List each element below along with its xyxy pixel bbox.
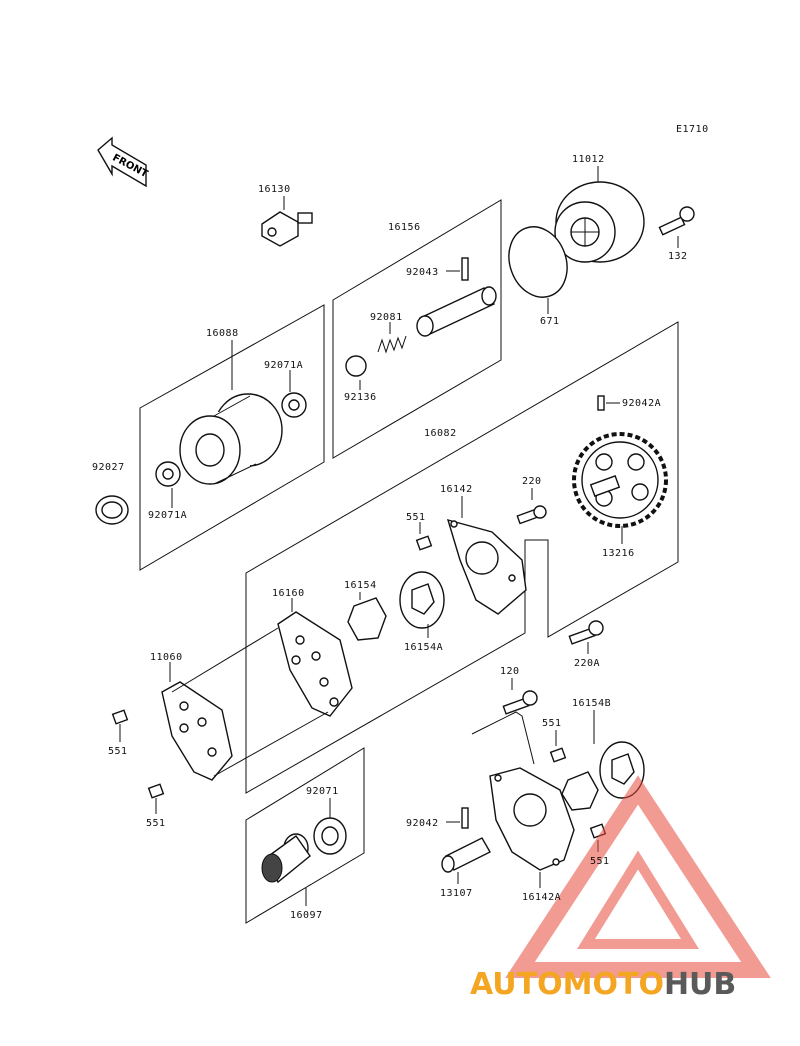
- part-551-dowel-a: [415, 535, 433, 551]
- label-132: 132: [668, 251, 688, 262]
- part-92042a-pin: [597, 395, 605, 411]
- part-13216-gear: [572, 432, 668, 528]
- label-671: 671: [540, 316, 560, 327]
- label-92027: 92027: [92, 462, 125, 473]
- label-16097: 16097: [290, 910, 323, 921]
- label-16142: 16142: [440, 484, 473, 495]
- label-11012: 11012: [572, 154, 605, 165]
- label-16082: 16082: [424, 428, 457, 439]
- label-92071a-top: 92071A: [264, 360, 303, 371]
- part-16154b-outer-rotor: [599, 741, 645, 799]
- part-220-bolt: [516, 505, 547, 525]
- part-16142a-pump-body: [489, 767, 575, 871]
- group-box-16082: [245, 321, 679, 794]
- part-92042-pin: [461, 807, 469, 829]
- part-16154a-outer-rotor: [399, 571, 445, 629]
- label-92042a: 92042A: [622, 398, 661, 409]
- group-box-16156: [332, 199, 502, 459]
- part-120-bolt: [502, 690, 538, 715]
- part-16160-plate: [277, 611, 353, 717]
- automotohub-logo: [505, 775, 771, 978]
- label-551-a: 551: [406, 512, 426, 523]
- part-551-dowel-c: [147, 783, 165, 799]
- label-16154b: 16154B: [572, 698, 611, 709]
- part-11060-gasket: [161, 681, 233, 781]
- label-16154: 16154: [344, 580, 377, 591]
- part-16130-fitting: [261, 211, 313, 247]
- part-92081-spring: [377, 335, 407, 354]
- part-16088-oil-filter: [179, 393, 283, 485]
- label-551-b: 551: [108, 746, 128, 757]
- label-16142a: 16142A: [522, 892, 561, 903]
- label-120: 120: [500, 666, 520, 677]
- label-16088: 16088: [206, 328, 239, 339]
- part-92043-pin: [461, 257, 469, 281]
- label-551-e: 551: [590, 856, 610, 867]
- label-16160: 16160: [272, 588, 305, 599]
- watermark-text: AUTOMOTOHUB: [470, 967, 736, 1002]
- part-16097-strainer: [261, 833, 311, 884]
- part-132-bolt: [658, 206, 695, 236]
- part-16154-inner-rotor: [347, 597, 387, 641]
- label-92136: 92136: [344, 392, 377, 403]
- part-13107-shaft: [441, 837, 491, 873]
- label-92071: 92071: [306, 786, 339, 797]
- label-551-d: 551: [542, 718, 562, 729]
- label-92042: 92042: [406, 818, 439, 829]
- part-92071-washer: [313, 817, 347, 855]
- part-16154b-inner-rotor: [561, 771, 599, 811]
- label-92071a-bottom: 92071A: [148, 510, 187, 521]
- label-16154a: 16154A: [404, 642, 443, 653]
- part-551-dowel-d: [549, 747, 567, 763]
- part-671-o-ring: [508, 226, 568, 298]
- label-92081: 92081: [370, 312, 403, 323]
- part-11012-cover: [554, 181, 645, 263]
- label-551-c: 551: [146, 818, 166, 829]
- part-220a-bolt: [568, 620, 604, 645]
- part-92027-collar: [95, 495, 129, 525]
- label-11060: 11060: [150, 652, 183, 663]
- group-box-16088: [139, 304, 325, 571]
- label-13216: 13216: [602, 548, 635, 559]
- label-92043: 92043: [406, 267, 439, 278]
- label-16156: 16156: [388, 222, 421, 233]
- label-220a: 220A: [574, 658, 600, 669]
- part-92136-plug: [345, 355, 367, 377]
- label-16130: 16130: [258, 184, 291, 195]
- label-220: 220: [522, 476, 542, 487]
- front-arrow-icon: FRONT: [97, 136, 150, 188]
- part-16156-valve-body: [416, 286, 497, 337]
- part-551-dowel-b: [111, 709, 129, 725]
- label-13107: 13107: [440, 888, 473, 899]
- part-16142-pump-body: [446, 518, 527, 615]
- diagram-code: E1710: [676, 124, 709, 135]
- group-box-16097: [245, 747, 365, 924]
